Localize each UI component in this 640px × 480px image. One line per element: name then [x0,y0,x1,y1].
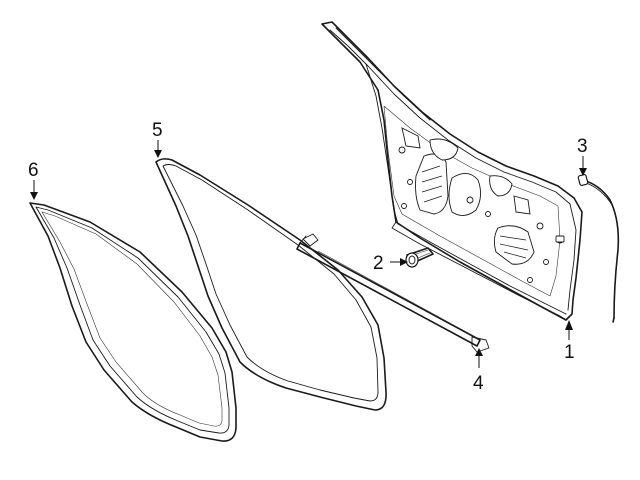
callout-3: 3 [577,136,588,176]
harness-3[interactable] [577,173,620,323]
callout-6: 6 [28,160,39,200]
callout-label-5: 5 [152,120,163,141]
callout-1-arrow [565,320,573,330]
callout-label-1: 1 [564,342,575,363]
callout-label-2: 2 [373,253,384,274]
callout-1: 1 [564,320,575,363]
callout-label-4: 4 [473,373,484,394]
callout-2: 2 [373,253,408,274]
callout-label-6: 6 [28,160,39,181]
door-shell-1[interactable] [321,21,583,321]
callout-4-arrow [475,348,483,356]
callout-2-arrow [400,258,408,266]
bolt-2[interactable] [405,247,434,268]
callout-6-arrow [30,192,38,200]
callout-label-3: 3 [577,136,588,157]
weatherstrip-6[interactable] [29,202,237,442]
seal-strip-4[interactable] [296,233,490,353]
weatherstrip-5[interactable] [155,158,387,411]
callout-5: 5 [152,120,163,158]
callout-4: 4 [473,348,484,394]
callout-3-arrow [579,168,587,176]
callout-5-arrow [154,150,162,158]
